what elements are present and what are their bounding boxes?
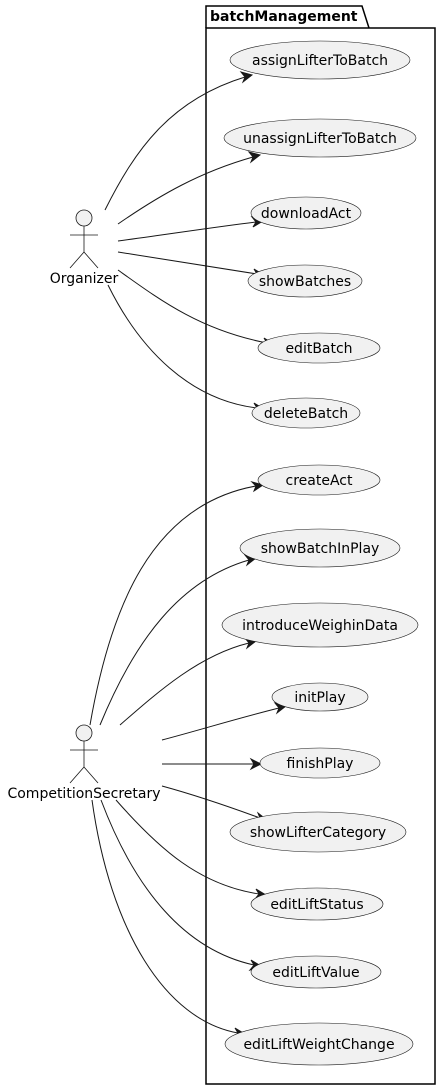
usecase-editLiftWeightChange[interactable]: editLiftWeightChange bbox=[224, 1022, 414, 1066]
usecase-ellipse bbox=[251, 397, 361, 429]
usecase-introduceWeighinData[interactable]: introduceWeighinData bbox=[221, 602, 419, 648]
usecase-label: showBatchInPlay bbox=[261, 541, 380, 557]
edge-secretary-initPlay bbox=[161, 707, 280, 741]
actor-competition-secretary[interactable]: CompetitionSecretary bbox=[7, 724, 161, 802]
usecase-label: editLiftStatus bbox=[270, 897, 363, 913]
usecase-showLifterCategory[interactable]: showLifterCategory bbox=[229, 811, 407, 853]
arrowhead-unassignLifterToBatch bbox=[247, 151, 262, 164]
stick-figure-icon bbox=[69, 209, 99, 269]
usecase-editLiftStatus[interactable]: editLiftStatus bbox=[250, 887, 384, 921]
usecase-ellipse bbox=[250, 196, 362, 230]
edge-organizer-showBatches bbox=[117, 251, 258, 275]
usecase-label: showBatches bbox=[259, 274, 351, 290]
usecase-editBatch[interactable]: editBatch bbox=[257, 332, 381, 364]
package-body bbox=[205, 27, 436, 1085]
usecase-label: editLiftWeightChange bbox=[243, 1037, 394, 1053]
edge-organizer-assignLifterToBatch bbox=[104, 76, 246, 211]
usecase-label: finishPlay bbox=[287, 756, 354, 772]
usecase-label: introduceWeighinData bbox=[242, 618, 398, 634]
edge-secretary-showBatchInPlay bbox=[99, 559, 250, 726]
usecase-label: initPlay bbox=[294, 690, 345, 706]
edge-secretary-showLifterCategory bbox=[161, 785, 261, 819]
usecase-ellipse bbox=[271, 682, 369, 712]
usecase-label: downloadAct bbox=[261, 206, 352, 222]
usecase-ellipse bbox=[224, 1022, 414, 1066]
usecase-ellipse bbox=[239, 528, 401, 568]
arrowhead-finishPlay bbox=[249, 757, 263, 771]
usecase-ellipse bbox=[257, 464, 381, 496]
usecase-ellipse bbox=[223, 118, 417, 158]
usecase-downloadAct[interactable]: downloadAct bbox=[250, 196, 362, 230]
package-batch-management: batchManagement bbox=[205, 5, 436, 1085]
edge-secretary-editLiftStatus bbox=[115, 799, 260, 895]
usecase-ellipse bbox=[250, 887, 384, 921]
usecase-label: editBatch bbox=[285, 341, 352, 357]
usecase-label: showLifterCategory bbox=[250, 825, 386, 841]
usecase-deleteBatch[interactable]: deleteBatch bbox=[251, 397, 361, 429]
usecase-label: editLiftValue bbox=[272, 965, 359, 981]
usecase-showBatches[interactable]: showBatches bbox=[247, 264, 363, 298]
edge-organizer-downloadAct bbox=[117, 221, 257, 242]
edge-secretary-createAct bbox=[89, 485, 257, 726]
usecase-finishPlay[interactable]: finishPlay bbox=[259, 747, 381, 779]
edge-secretary-introduceWeighinData bbox=[119, 642, 250, 726]
usecase-editLiftValue[interactable]: editLiftValue bbox=[250, 955, 382, 989]
usecase-ellipse bbox=[229, 811, 407, 853]
usecase-label: deleteBatch bbox=[264, 406, 348, 422]
actor-organizer[interactable]: Organizer bbox=[50, 209, 119, 287]
usecase-unassignLifterToBatch[interactable]: unassignLifterToBatch bbox=[223, 118, 417, 158]
usecase-label: unassignLifterToBatch bbox=[243, 131, 397, 147]
usecase-ellipse bbox=[259, 747, 381, 779]
usecase-ellipse bbox=[221, 602, 419, 648]
package-title: batchManagement bbox=[210, 9, 358, 25]
edge-organizer-deleteBatch bbox=[107, 284, 258, 409]
edge-secretary-editLiftWeightChange bbox=[91, 799, 239, 1034]
usecase-ellipse bbox=[229, 40, 411, 80]
usecase-ellipse bbox=[257, 332, 381, 364]
usecase-showBatchInPlay[interactable]: showBatchInPlay bbox=[239, 528, 401, 568]
package-tab bbox=[205, 5, 370, 29]
edge-organizer-editBatch bbox=[117, 269, 268, 344]
usecase-createAct[interactable]: createAct bbox=[257, 464, 381, 496]
edge-organizer-unassignLifterToBatch bbox=[117, 156, 254, 225]
use-cases: assignLifterToBatch unassignLifterToBatc… bbox=[221, 40, 419, 1066]
usecase-assignLifterToBatch[interactable]: assignLifterToBatch bbox=[229, 40, 411, 80]
usecase-label: assignLifterToBatch bbox=[252, 53, 388, 69]
stick-figure-icon bbox=[69, 724, 99, 784]
arrowhead-assignLifterToBatch bbox=[239, 71, 254, 84]
usecase-label: createAct bbox=[286, 473, 353, 489]
edge-secretary-editLiftValue bbox=[100, 799, 255, 966]
actor-label: Organizer bbox=[50, 271, 119, 287]
usecase-initPlay[interactable]: initPlay bbox=[271, 682, 369, 712]
usecase-ellipse bbox=[247, 264, 363, 298]
usecase-ellipse bbox=[250, 955, 382, 989]
actor-label: CompetitionSecretary bbox=[7, 786, 160, 802]
